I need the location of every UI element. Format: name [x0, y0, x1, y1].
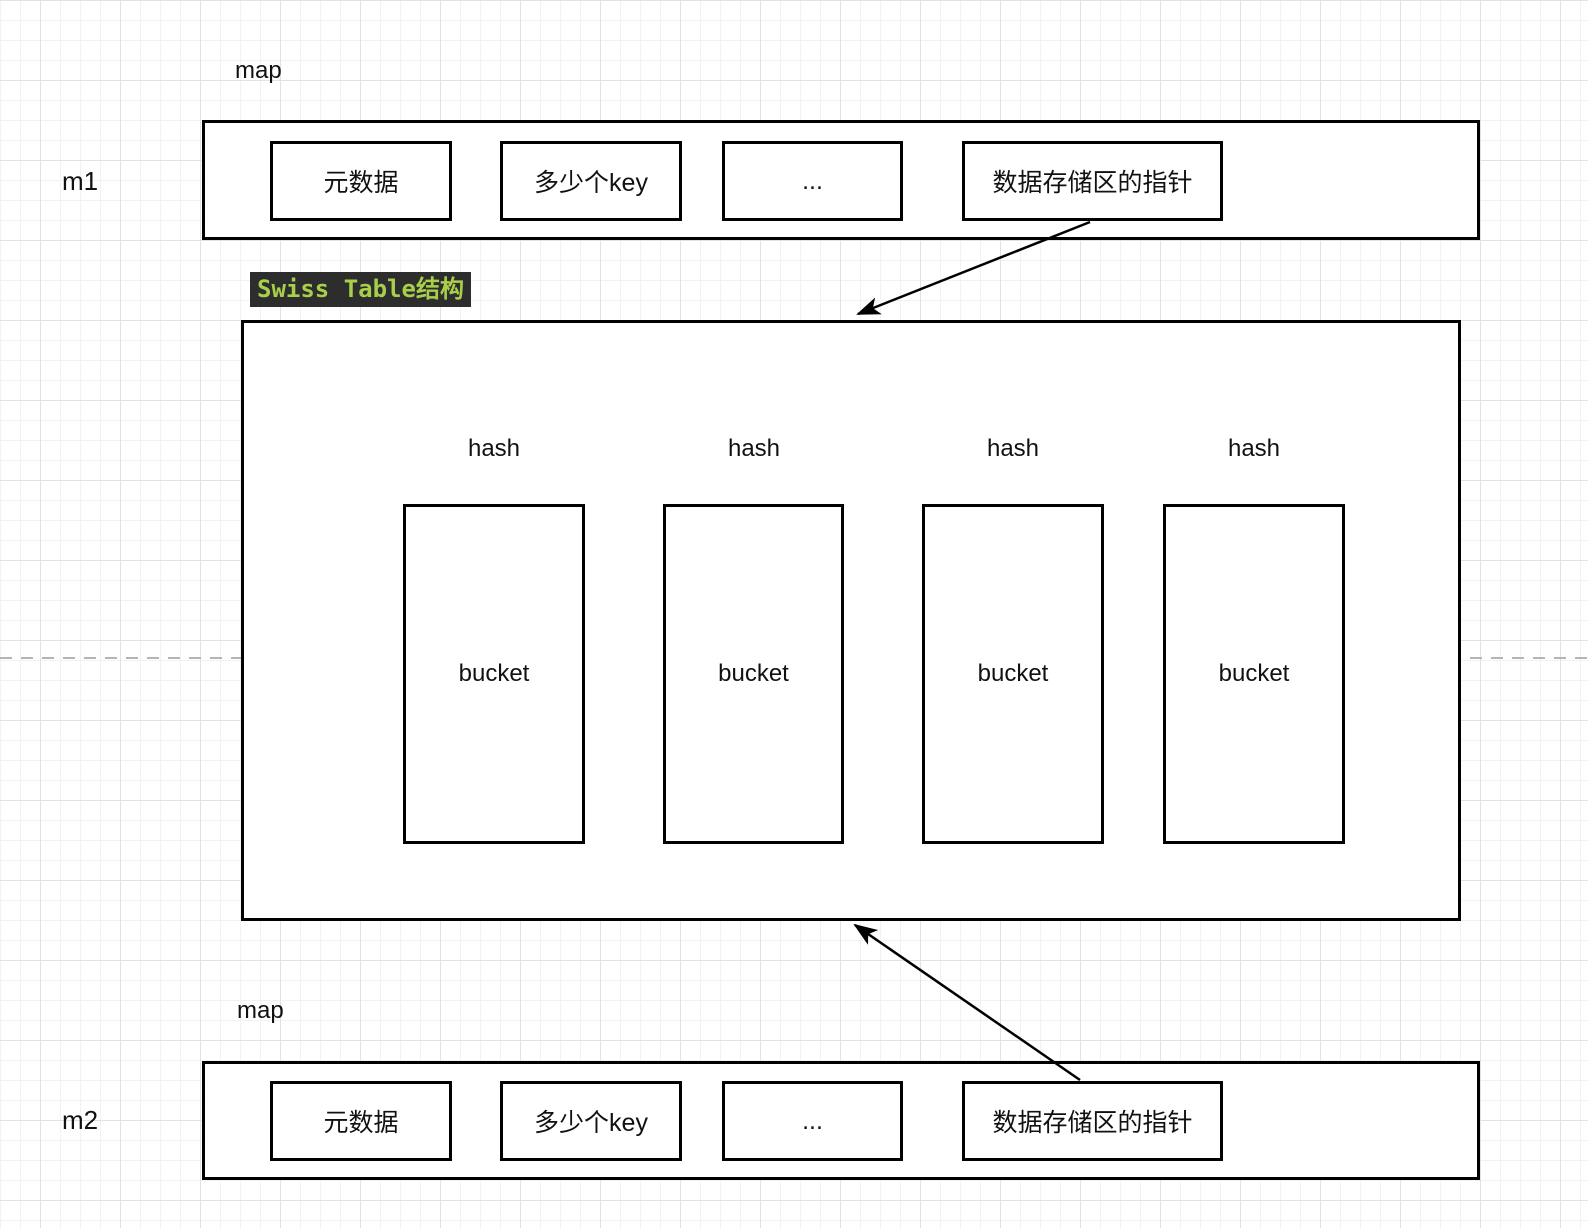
hash-label-4: hash: [1227, 435, 1281, 462]
m2-cell-key-count-label: 多少个key: [534, 1109, 648, 1137]
bucket-box-2: bucket: [663, 504, 844, 844]
m1-struct-box: 元数据 多少个key ... 数据存储区的指针: [202, 120, 1480, 240]
m1-cell-metadata-label: 元数据: [323, 169, 399, 197]
m1-cell-key-count-label: 多少个key: [534, 169, 648, 197]
bucket-label-1: bucket: [458, 660, 530, 687]
m1-cell-metadata: 元数据: [270, 141, 452, 221]
m1-cell-ellipsis: ...: [722, 141, 903, 221]
m1-cell-data-pointer: 数据存储区的指针: [962, 141, 1223, 221]
m2-map-type-label: map: [237, 997, 284, 1024]
m2-pointer-arrow: [853, 923, 1081, 1082]
m2-cell-key-count: 多少个key: [500, 1081, 682, 1161]
m2-cell-metadata-label: 元数据: [323, 1109, 399, 1137]
m1-map-type-label: map: [235, 57, 282, 84]
m2-variable-label: m2: [62, 1105, 99, 1135]
bucket-box-4: bucket: [1163, 504, 1345, 844]
m1-cell-ellipsis-label: ...: [802, 166, 823, 195]
bucket-label-2: bucket: [718, 660, 789, 687]
m1-variable-label: m1: [62, 166, 99, 196]
swiss-table-box: hash hash hash hash bucket bucket bucket…: [241, 320, 1461, 921]
m2-cell-ellipsis: ...: [722, 1081, 903, 1161]
m2-cell-metadata: 元数据: [270, 1081, 452, 1161]
hash-label-1: hash: [467, 435, 521, 462]
m2-cell-data-pointer-label: 数据存储区的指针: [992, 1109, 1193, 1137]
hash-label-3: hash: [986, 435, 1040, 462]
hash-label-2: hash: [727, 435, 781, 462]
swiss-table-title-badge: Swiss Table结构: [250, 272, 471, 307]
m2-cell-ellipsis-label: ...: [802, 1106, 823, 1135]
bucket-box-1: bucket: [403, 504, 585, 844]
m1-cell-key-count: 多少个key: [500, 141, 682, 221]
m1-cell-data-pointer-label: 数据存储区的指针: [992, 169, 1193, 197]
bucket-box-3: bucket: [922, 504, 1104, 844]
m2-cell-data-pointer: 数据存储区的指针: [962, 1081, 1223, 1161]
m2-struct-box: 元数据 多少个key ... 数据存储区的指针: [202, 1061, 1480, 1180]
bucket-label-3: bucket: [977, 660, 1049, 687]
bucket-label-4: bucket: [1218, 660, 1290, 687]
